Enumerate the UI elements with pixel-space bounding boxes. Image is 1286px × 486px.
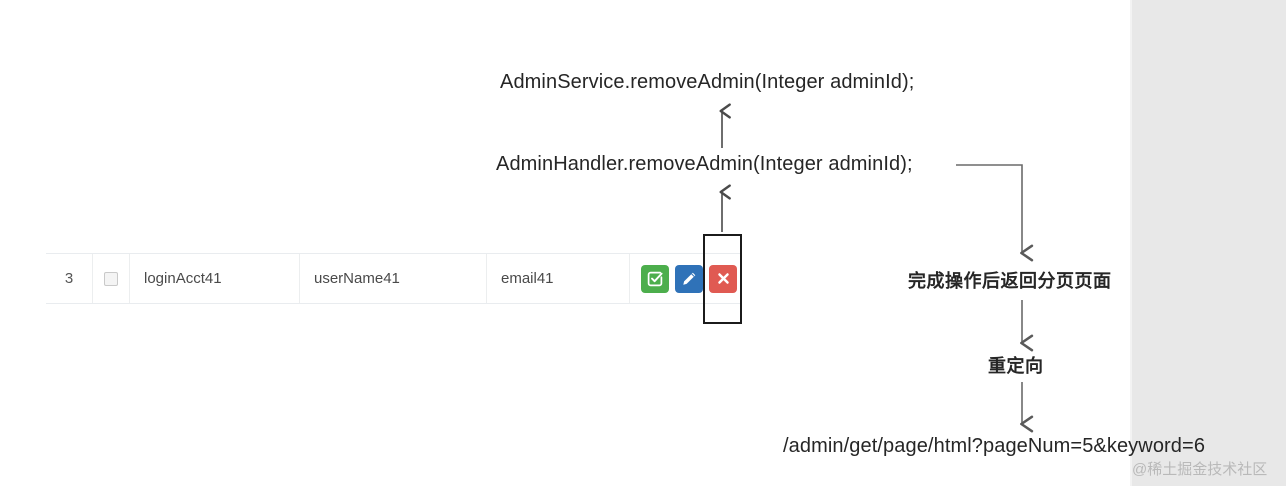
table-row: 3 loginAcct41 userName41 email41 xyxy=(46,253,740,304)
right-gray-panel xyxy=(1132,0,1286,486)
email-cell: email41 xyxy=(487,254,630,303)
annotation-redirect-label: 重定向 xyxy=(988,356,1044,376)
panel-divider xyxy=(1130,0,1132,486)
edit-button[interactable] xyxy=(675,264,703,293)
check-square-icon xyxy=(647,271,663,287)
annotation-return-note: 完成操作后返回分页页面 xyxy=(908,271,1112,291)
arrow-handler-to-return-note xyxy=(956,164,1034,262)
pencil-icon xyxy=(681,271,697,287)
row-index-cell: 3 xyxy=(46,254,93,303)
login-acct-cell: loginAcct41 xyxy=(130,254,300,303)
annotation-redirect-url: /admin/get/page/html?pageNum=5&keyword=6 xyxy=(783,435,1206,457)
watermark: @稀土掘金技术社区 xyxy=(1132,461,1268,478)
annotation-handler-call: AdminHandler.removeAdmin(Integer adminId… xyxy=(496,153,913,175)
row-select-checkbox[interactable] xyxy=(104,271,118,286)
delete-button[interactable] xyxy=(709,264,737,293)
row-actions-cell xyxy=(630,254,740,303)
annotation-service-call: AdminService.removeAdmin(Integer adminId… xyxy=(500,71,915,93)
check-button[interactable] xyxy=(641,264,669,293)
user-name-cell: userName41 xyxy=(300,254,487,303)
highlight-rectangle xyxy=(703,234,742,324)
times-icon xyxy=(716,271,731,286)
row-select-cell xyxy=(93,254,130,303)
